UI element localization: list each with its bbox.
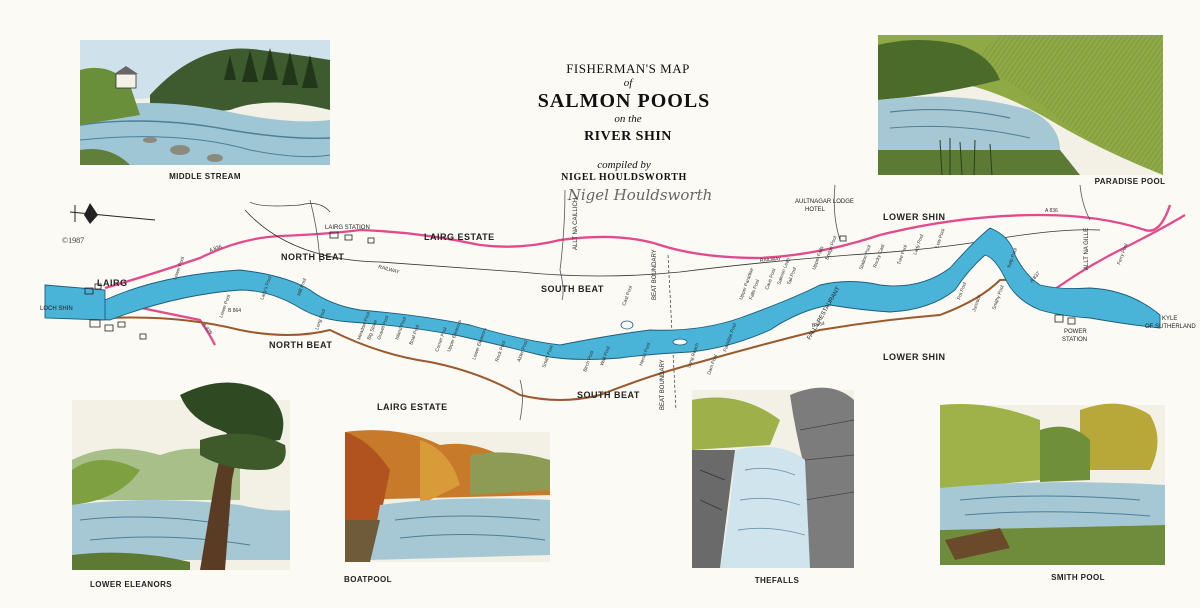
label-beat-boundary-2: BEAT BOUNDARY	[652, 249, 658, 300]
label-lairg-station: LAIRG STATION	[325, 225, 370, 231]
label-aultnagar-hotel: HOTEL	[805, 207, 826, 213]
label-aultnagar-lodge: AULTNAGAR LODGE	[795, 199, 854, 205]
label-allt-na-caillich: ALLT NA CAILLICH	[573, 198, 579, 250]
pool-label: Lady Pool	[912, 234, 925, 256]
label-power: POWER	[1064, 329, 1087, 335]
lower-eleanors-illustration: LOWER ELEANORS	[72, 382, 290, 589]
title-of: of	[624, 77, 635, 89]
pool-label: Mill Pool	[296, 278, 308, 297]
label-beat-boundary-1: BEAT BOUNDARY	[660, 359, 666, 410]
caption-lower-eleanors: LOWER ELEANORS	[90, 580, 172, 589]
smith-pool-illustration: SMITH POOL	[940, 403, 1165, 582]
label-of-sutherland: OF SUTHERLAND	[1145, 324, 1196, 330]
label-lairg-estate-bottom: LAIRG ESTATE	[377, 402, 448, 412]
title-on-the: on the	[614, 113, 641, 125]
road-bridge-east	[1039, 214, 1186, 301]
road-south-brown	[109, 278, 1041, 401]
label-allt-na-gille: ALLT NA GILLE	[1084, 228, 1090, 270]
label-station: STATION	[1062, 337, 1087, 343]
pool-label: Tail Pool	[786, 267, 798, 286]
label-road-a836: A 836	[1045, 208, 1058, 214]
pool-label: Station Pool	[858, 244, 872, 270]
caption-smith-pool: SMITH POOL	[1051, 573, 1105, 582]
pool-label: Lower Pool	[218, 294, 232, 319]
north-arrow-icon	[69, 203, 156, 224]
label-south-beat-top: SOUTH BEAT	[541, 284, 604, 294]
paradise-pool-illustration: PARADISE POOL	[878, 35, 1165, 186]
the-falls-illustration: THEFALLS	[692, 387, 855, 585]
pool-label: Tree Pool	[896, 244, 909, 265]
label-railway-1: RAILWAY	[377, 264, 400, 276]
pool-label: Pot Pool	[956, 282, 968, 301]
label-road-b864-b: B 864	[811, 321, 825, 329]
label-lairg-estate-top: LAIRG ESTATE	[424, 232, 495, 242]
pool-label: Cave Pool	[764, 268, 777, 291]
author-signature: Nigel Houldsworth	[567, 186, 713, 204]
title-line-1: FISHERMAN'S MAP	[566, 61, 690, 76]
label-lower-shin-bottom: LOWER SHIN	[883, 352, 946, 362]
label-north-beat-top: NORTH BEAT	[281, 252, 344, 262]
caption-paradise-pool: PARADISE POOL	[1095, 177, 1166, 186]
caption-boatpool: BOATPOOL	[344, 575, 392, 584]
pool-label: Low Pool	[934, 228, 946, 249]
title-line-3: RIVER SHIN	[584, 129, 672, 144]
author-name: NIGEL HOULDSWORTH	[561, 172, 687, 183]
caption-the-falls: THEFALLS	[755, 576, 800, 585]
label-railway-2: RAILWAY	[760, 256, 783, 264]
pool-label: Dam Pool	[706, 354, 719, 376]
pool-label: Junction	[971, 294, 983, 313]
label-road-a836-b: A 836	[209, 244, 223, 254]
label-lower-shin-top: LOWER SHIN	[883, 212, 946, 222]
label-north-beat-bottom: NORTH BEAT	[269, 340, 332, 350]
boatpool-illustration: BOATPOOL	[344, 430, 550, 584]
label-south-beat-bottom: SOUTH BEAT	[577, 390, 640, 400]
copyright: ©1987	[62, 236, 84, 245]
pool-label: Cast Pool	[621, 285, 634, 307]
label-loch-shin: LOCH SHIN	[40, 306, 73, 312]
river-shin	[69, 227, 1161, 360]
river-island	[672, 338, 688, 346]
middle-stream-illustration: MIDDLE STREAM	[79, 40, 331, 181]
label-road-b864: B 864	[228, 308, 241, 314]
label-lairg: LAIRG	[97, 278, 128, 288]
loch-shin-water	[44, 284, 106, 321]
pool-label: Smithy Pool	[991, 285, 1005, 311]
road-north-pink	[104, 204, 1172, 290]
caption-middle-stream: MIDDLE STREAM	[169, 172, 241, 181]
pool-label: Ferry Pool	[1116, 243, 1129, 266]
pool-label: Rocky Cast	[872, 243, 886, 269]
title-line-2: SALMON POOLS	[538, 90, 711, 112]
compiled-by: compiled by	[597, 159, 651, 171]
river-island	[620, 320, 634, 330]
lairg-buildings	[84, 231, 1076, 340]
map-title-block: FISHERMAN'S MAP of SALMON POOLS on the R…	[538, 61, 713, 204]
label-kyle: KYLE	[1162, 316, 1177, 322]
